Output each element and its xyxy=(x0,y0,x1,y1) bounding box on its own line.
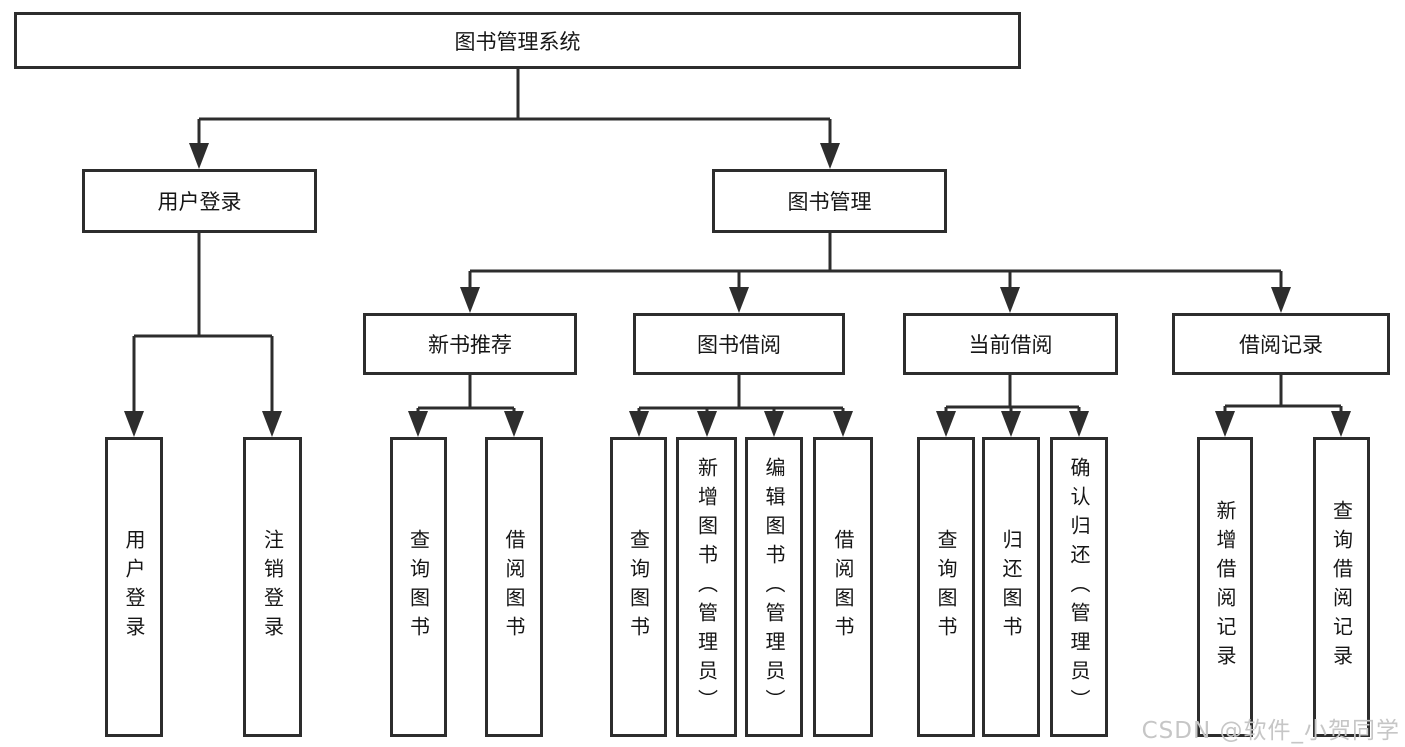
connector-borrowing-records-to-leaves xyxy=(1223,375,1343,417)
arrow-down-icon xyxy=(1215,411,1235,437)
node-label: 确认归还（管理员） xyxy=(1067,456,1091,718)
connector-new-books-to-leaves xyxy=(416,375,516,417)
leaf-current-confirm-return-admin: 确认归还（管理员） xyxy=(1050,437,1108,737)
node-new-book-recommendation: 新书推荐 xyxy=(363,313,577,375)
leaf-user-login: 用户登录 xyxy=(105,437,163,737)
leaf-borrowing-borrow-books: 借阅图书 xyxy=(813,437,873,737)
node-label: 查询图书 xyxy=(406,529,431,645)
node-current-borrowing: 当前借阅 xyxy=(903,313,1118,375)
arrow-down-icon xyxy=(1331,411,1351,437)
leaf-borrowing-query-books: 查询图书 xyxy=(610,437,667,737)
arrow-down-icon xyxy=(460,287,480,313)
node-label: 借阅图书 xyxy=(831,529,855,645)
node-label: 图书借阅 xyxy=(697,333,781,357)
arrow-down-icon xyxy=(936,411,956,437)
node-borrowing-records: 借阅记录 xyxy=(1172,313,1390,375)
connector-user-login-to-leaves xyxy=(132,233,274,417)
leaf-new-books-query-books: 查询图书 xyxy=(390,437,447,737)
arrow-down-icon xyxy=(820,143,840,169)
node-label: 图书管理系统 xyxy=(454,29,581,54)
arrow-down-icon xyxy=(262,411,282,437)
arrow-down-icon xyxy=(1001,411,1021,437)
leaf-new-books-borrow-books: 借阅图书 xyxy=(485,437,543,737)
connector-book-borrowing-to-leaves xyxy=(637,375,845,417)
arrow-down-icon xyxy=(1069,411,1089,437)
node-label: 借阅图书 xyxy=(502,529,526,645)
node-label: 新增借阅记录 xyxy=(1213,500,1237,674)
node-book-borrowing: 图书借阅 xyxy=(633,313,845,375)
node-label: 用户登录 xyxy=(122,529,146,645)
connector-book-management-to-level3 xyxy=(468,233,1283,293)
leaf-borrowing-add-books-admin: 新增图书（管理员） xyxy=(676,437,737,737)
node-label: 查询图书 xyxy=(626,529,651,645)
connector-root-to-level2 xyxy=(197,69,832,149)
node-label: 查询图书 xyxy=(934,529,958,645)
node-user-login: 用户登录 xyxy=(82,169,317,233)
node-label: 新书推荐 xyxy=(428,333,512,357)
node-label: 新增图书（管理员） xyxy=(694,456,719,718)
arrow-down-icon xyxy=(408,411,428,437)
node-label: 注销登录 xyxy=(260,529,285,645)
node-label: 编辑图书（管理员） xyxy=(762,456,786,718)
arrow-down-icon xyxy=(697,411,717,437)
leaf-logout: 注销登录 xyxy=(243,437,302,737)
node-label: 归还图书 xyxy=(999,529,1023,645)
leaf-current-return-books: 归还图书 xyxy=(982,437,1040,737)
leaf-borrowing-edit-books-admin: 编辑图书（管理员） xyxy=(745,437,803,737)
node-label: 用户登录 xyxy=(157,190,242,214)
leaf-records-add-borrow-record: 新增借阅记录 xyxy=(1197,437,1253,737)
node-label: 借阅记录 xyxy=(1239,333,1323,357)
arrow-down-icon xyxy=(124,411,144,437)
arrow-down-icon xyxy=(764,411,784,437)
arrow-down-icon xyxy=(833,411,853,437)
leaf-current-query-books: 查询图书 xyxy=(917,437,975,737)
connector-current-borrowing-to-leaves xyxy=(944,375,1081,417)
node-label: 查询借阅记录 xyxy=(1329,500,1354,674)
node-book-management: 图书管理 xyxy=(712,169,947,233)
leaf-records-query-borrow-record: 查询借阅记录 xyxy=(1313,437,1370,737)
arrow-down-icon xyxy=(629,411,649,437)
node-root-library-management-system: 图书管理系统 xyxy=(14,12,1021,69)
arrow-down-icon xyxy=(1000,287,1020,313)
arrow-down-icon xyxy=(1271,287,1291,313)
arrow-down-icon xyxy=(189,143,209,169)
node-label: 当前借阅 xyxy=(968,333,1053,357)
node-label: 图书管理 xyxy=(787,190,872,214)
arrow-down-icon xyxy=(729,287,749,313)
arrow-down-icon xyxy=(504,411,524,437)
csdn-watermark: CSDN @软件_小贺同学 xyxy=(1141,718,1400,744)
